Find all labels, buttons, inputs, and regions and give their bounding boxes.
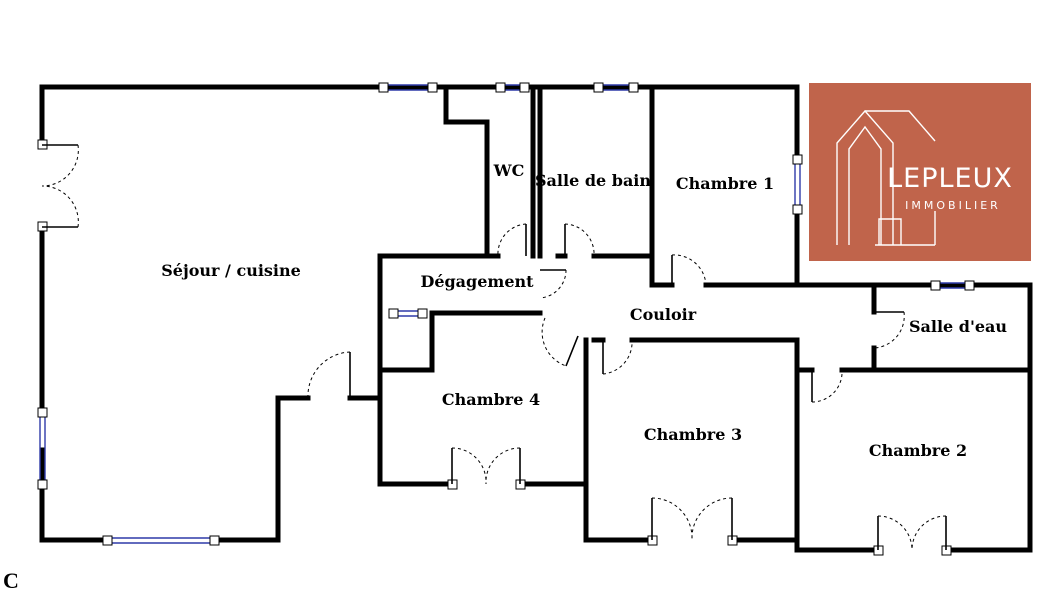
logo-subtitle: IMMOBILIER <box>905 199 1001 212</box>
windows <box>37 82 975 546</box>
room-label-salle-de-bain: Salle de bain <box>535 171 651 190</box>
door-chambre3-bottom <box>647 497 738 546</box>
door-salle-eau <box>873 311 905 349</box>
room-labels: Séjour / cuisine WC Salle de bain Chambr… <box>161 161 1007 460</box>
window-salle-eau-top <box>930 280 975 291</box>
window-sejour-top <box>378 82 438 93</box>
window-sejour-bottom <box>102 535 220 546</box>
house-outline-icon <box>836 109 936 246</box>
lepleux-logo: LEPLEUX IMMOBILIER <box>809 83 1031 261</box>
room-label-chambre2: Chambre 2 <box>869 441 967 460</box>
room-label-wc: WC <box>493 161 525 180</box>
door-sejour <box>307 351 351 399</box>
door-degagement <box>539 269 567 299</box>
window-degagement-closet <box>388 308 428 319</box>
door-wc <box>497 223 527 257</box>
door-chambre1 <box>671 254 707 286</box>
door-chambre2 <box>811 369 843 403</box>
room-label-couloir: Couloir <box>630 305 697 324</box>
room-label-degagement: Dégagement <box>420 272 534 291</box>
room-label-chambre3: Chambre 3 <box>644 425 742 444</box>
logo-name: LEPLEUX <box>887 163 1013 194</box>
door-sejour-left <box>37 139 79 232</box>
window-wc-top <box>495 82 530 93</box>
walls <box>39 84 1033 553</box>
room-label-salle-eau: Salle d'eau <box>909 317 1007 336</box>
door-chambre4 <box>541 317 579 367</box>
door-chambre4-bottom <box>447 447 526 490</box>
doors <box>37 139 952 556</box>
door-salle-de-bain <box>564 223 595 257</box>
room-label-sejour: Séjour / cuisine <box>161 261 301 280</box>
window-chambre1-right <box>792 154 803 215</box>
room-label-chambre4: Chambre 4 <box>442 390 540 409</box>
corner-letter: C <box>3 568 19 593</box>
room-label-chambre1: Chambre 1 <box>676 174 774 193</box>
window-sdb-top <box>593 82 639 93</box>
door-chambre2-bottom <box>873 515 952 556</box>
door-chambre3 <box>602 339 633 375</box>
window-sejour-left <box>37 407 48 490</box>
